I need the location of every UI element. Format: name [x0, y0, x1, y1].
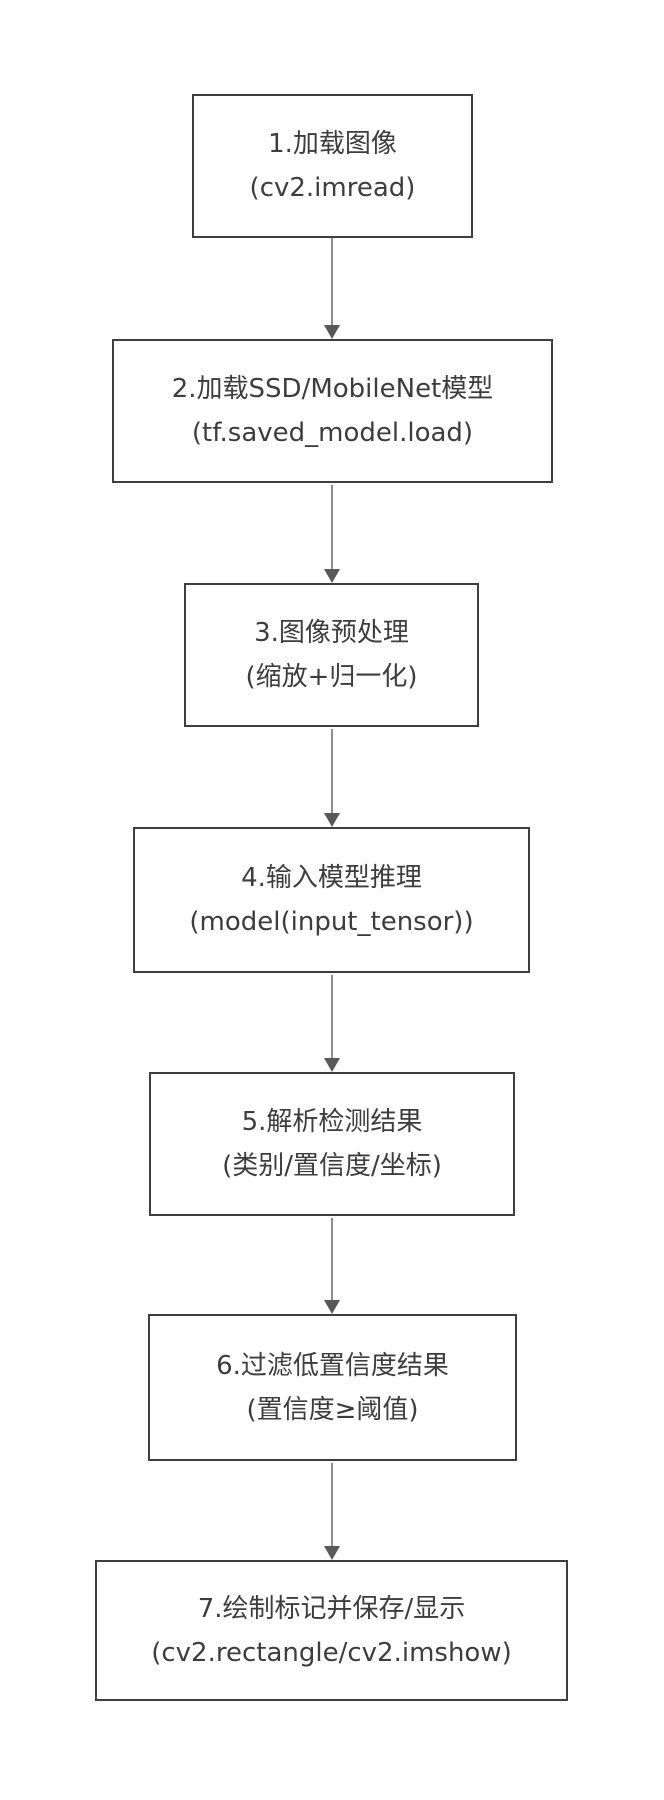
step-code: (cv2.imread) — [249, 173, 416, 203]
arrow-head-icon — [324, 1058, 340, 1072]
step-title: 7.绘制标记并保存/显示 — [197, 1593, 466, 1624]
arrow-shaft — [331, 729, 333, 815]
step-title: 3.图像预处理 — [254, 618, 409, 648]
step-code: (类别/置信度/坐标) — [222, 1151, 442, 1181]
arrow-head-icon — [324, 1300, 340, 1314]
step-code: (缩放+归一化) — [245, 662, 418, 692]
step-title: 6.过滤低置信度结果 — [216, 1350, 449, 1381]
step-code: (cv2.rectangle/cv2.imshow) — [151, 1637, 512, 1668]
arrow-shaft — [331, 1218, 333, 1302]
arrow-down-3 — [324, 729, 340, 827]
flow-step-4-inference: 4.输入模型推理 (model(input_tensor)) — [133, 827, 530, 973]
arrow-shaft — [331, 975, 333, 1060]
arrow-down-1 — [324, 238, 340, 339]
arrow-down-4 — [324, 975, 340, 1072]
arrow-head-icon — [324, 325, 340, 339]
arrow-down-6 — [324, 1463, 340, 1560]
arrow-down-5 — [324, 1218, 340, 1314]
arrow-head-icon — [324, 569, 340, 583]
arrow-shaft — [331, 485, 333, 571]
step-code: (置信度≥阈值) — [246, 1394, 419, 1425]
arrow-head-icon — [324, 813, 340, 827]
flow-step-6-filter-confidence: 6.过滤低置信度结果 (置信度≥阈值) — [148, 1314, 517, 1461]
arrow-shaft — [331, 238, 333, 327]
flow-step-2-load-model: 2.加载SSD/MobileNet模型 (tf.saved_model.load… — [112, 339, 553, 483]
arrow-shaft — [331, 1463, 333, 1548]
arrow-head-icon — [324, 1546, 340, 1560]
step-title: 5.解析检测结果 — [241, 1107, 423, 1137]
arrow-down-2 — [324, 485, 340, 583]
step-title: 2.加载SSD/MobileNet模型 — [171, 374, 494, 404]
flow-step-3-preprocess: 3.图像预处理 (缩放+归一化) — [184, 583, 479, 727]
flow-step-1-load-image: 1.加载图像 (cv2.imread) — [192, 94, 473, 238]
step-title: 4.输入模型推理 — [241, 863, 422, 893]
flow-step-7-draw-save-show: 7.绘制标记并保存/显示 (cv2.rectangle/cv2.imshow) — [95, 1560, 568, 1701]
step-code: (model(input_tensor)) — [189, 907, 474, 937]
step-code: (tf.saved_model.load) — [191, 418, 474, 448]
step-title: 1.加载图像 — [268, 129, 397, 159]
flow-step-5-parse-results: 5.解析检测结果 (类别/置信度/坐标) — [149, 1072, 515, 1216]
